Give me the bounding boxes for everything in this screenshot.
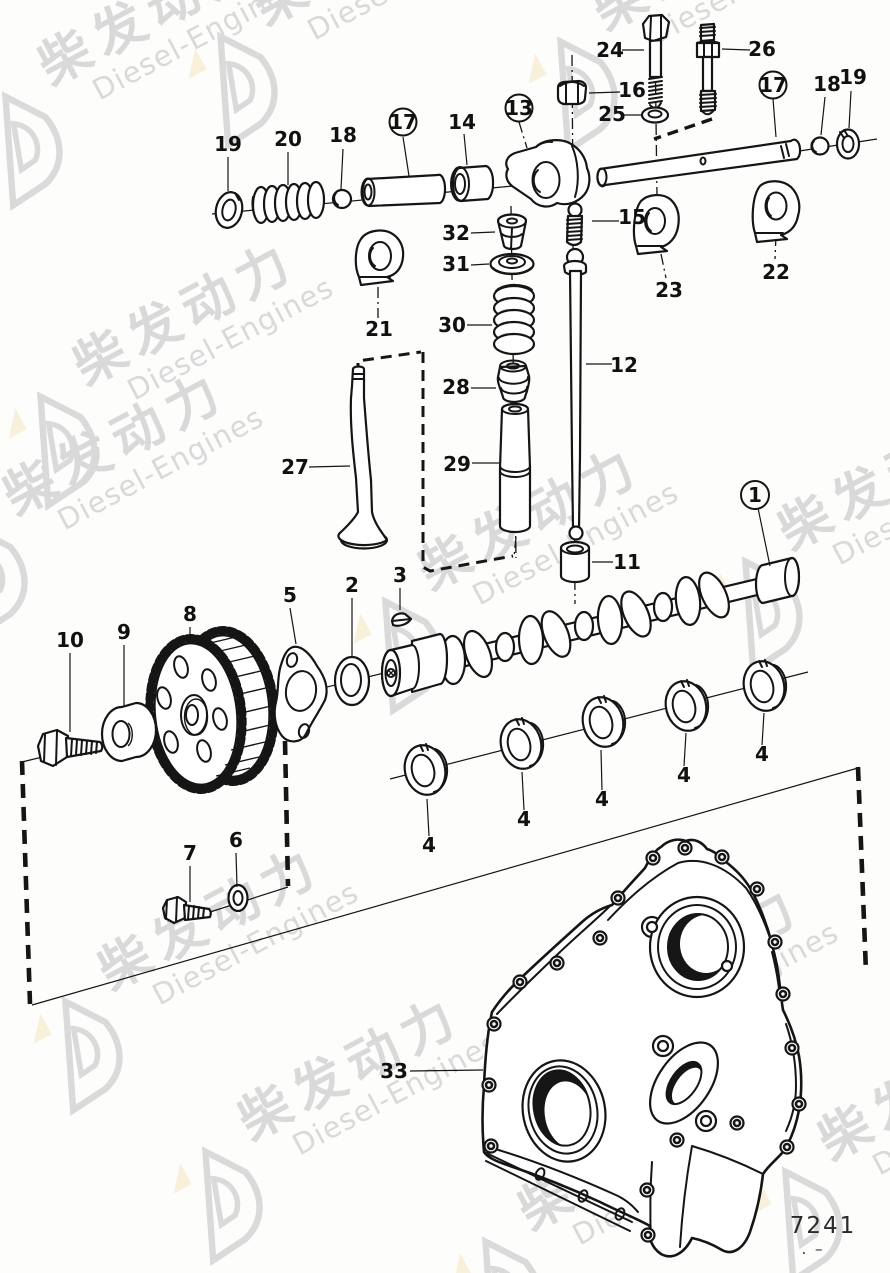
callout-4b: 4: [517, 807, 531, 831]
bushing-part-14: [450, 164, 495, 203]
bracket-part-21: [354, 229, 405, 287]
figure-number: 7241: [790, 1213, 857, 1239]
callout-19: 19: [839, 65, 867, 89]
valve-collet-part-32: [496, 213, 528, 251]
callout-13: 13: [505, 96, 533, 120]
spacer-washer-part-9: [100, 701, 158, 763]
callout-8: 8: [183, 602, 197, 626]
timing-cover-part-33: [481, 838, 807, 1258]
callout-29: 29: [443, 452, 471, 476]
lock-ring-part-19-left: [214, 191, 244, 229]
callout-18b: 18: [329, 123, 357, 147]
rocker-arm-part-13: [505, 139, 591, 208]
callout-25: 25: [598, 102, 626, 126]
callout-28: 28: [442, 375, 470, 399]
callouts: 24 26 16 25 13 17 18 19 14 15 22 23 19 2…: [56, 37, 867, 1083]
bolt-part-10: [36, 728, 104, 768]
cover-bolt-holes: [481, 840, 807, 1243]
callout-2: 2: [345, 573, 359, 597]
callout-27: 27: [281, 455, 309, 479]
bracket-part-22: [751, 180, 801, 244]
plug-part-18-left: [331, 188, 353, 210]
lock-ring-part-19-right: [835, 128, 861, 160]
camshaft-part-1: [380, 556, 801, 698]
callout-32: 32: [442, 221, 470, 245]
nut-part-16: [556, 79, 588, 106]
callout-4a: 4: [422, 833, 436, 857]
callout-30: 30: [438, 313, 466, 337]
tappet-part-11: [559, 540, 591, 584]
callout-17b: 17: [389, 110, 417, 134]
bolt-part-24: [641, 13, 671, 109]
callout-26: 26: [748, 37, 776, 61]
spring-retainer-part-31: [489, 252, 535, 276]
spring-part-20: [251, 180, 326, 225]
washer-part-2: [333, 655, 371, 707]
callout-21: 21: [365, 317, 393, 341]
callout-20: 20: [274, 127, 302, 151]
callout-7: 7: [183, 841, 197, 865]
callout-18: 18: [813, 72, 841, 96]
timing-gear-part-8: [145, 626, 279, 794]
callout-31: 31: [442, 252, 470, 276]
callout-23: 23: [655, 278, 683, 302]
stud-part-26: [695, 22, 721, 116]
washer-part-6: [227, 883, 249, 913]
callout-17: 17: [759, 73, 787, 97]
callout-11: 11: [613, 550, 641, 574]
callout-3: 3: [393, 563, 407, 587]
callout-1: 1: [748, 483, 762, 507]
callout-6: 6: [229, 828, 243, 852]
callout-4e: 4: [755, 742, 769, 766]
rocker-shaft-part-17-right: [596, 138, 802, 188]
adjusting-screw-part-15: [565, 202, 584, 247]
valve-part-27: [337, 365, 389, 550]
callout-24: 24: [596, 38, 624, 62]
callout-10: 10: [56, 628, 84, 652]
rocker-shaft-part-17-left: [360, 173, 447, 208]
callout-15: 15: [618, 205, 646, 229]
valve-spring-part-30: [492, 283, 536, 356]
callout-4c: 4: [595, 787, 609, 811]
valve-seal-part-28: [496, 359, 531, 404]
callout-5: 5: [283, 583, 297, 607]
callout-16: 16: [618, 78, 646, 102]
thrust-plate-part-5: [273, 645, 328, 743]
callout-9: 9: [117, 620, 131, 644]
callout-22: 22: [762, 260, 790, 284]
callout-14: 14: [448, 110, 476, 134]
figure-footer-mark: . –: [801, 1240, 824, 1258]
bolt-part-7: [161, 895, 212, 925]
woodruff-key-part-3: [390, 612, 413, 627]
plug-part-18-right: [810, 136, 830, 156]
bracket-part-23: [632, 194, 680, 256]
callout-12: 12: [610, 353, 638, 377]
callout-19b: 19: [214, 132, 242, 156]
push-rod-part-12: [562, 247, 588, 541]
callout-33: 33: [380, 1059, 408, 1083]
valve-guide-part-29: [498, 402, 532, 558]
callout-4d: 4: [677, 763, 691, 787]
washer-part-25: [640, 106, 670, 124]
